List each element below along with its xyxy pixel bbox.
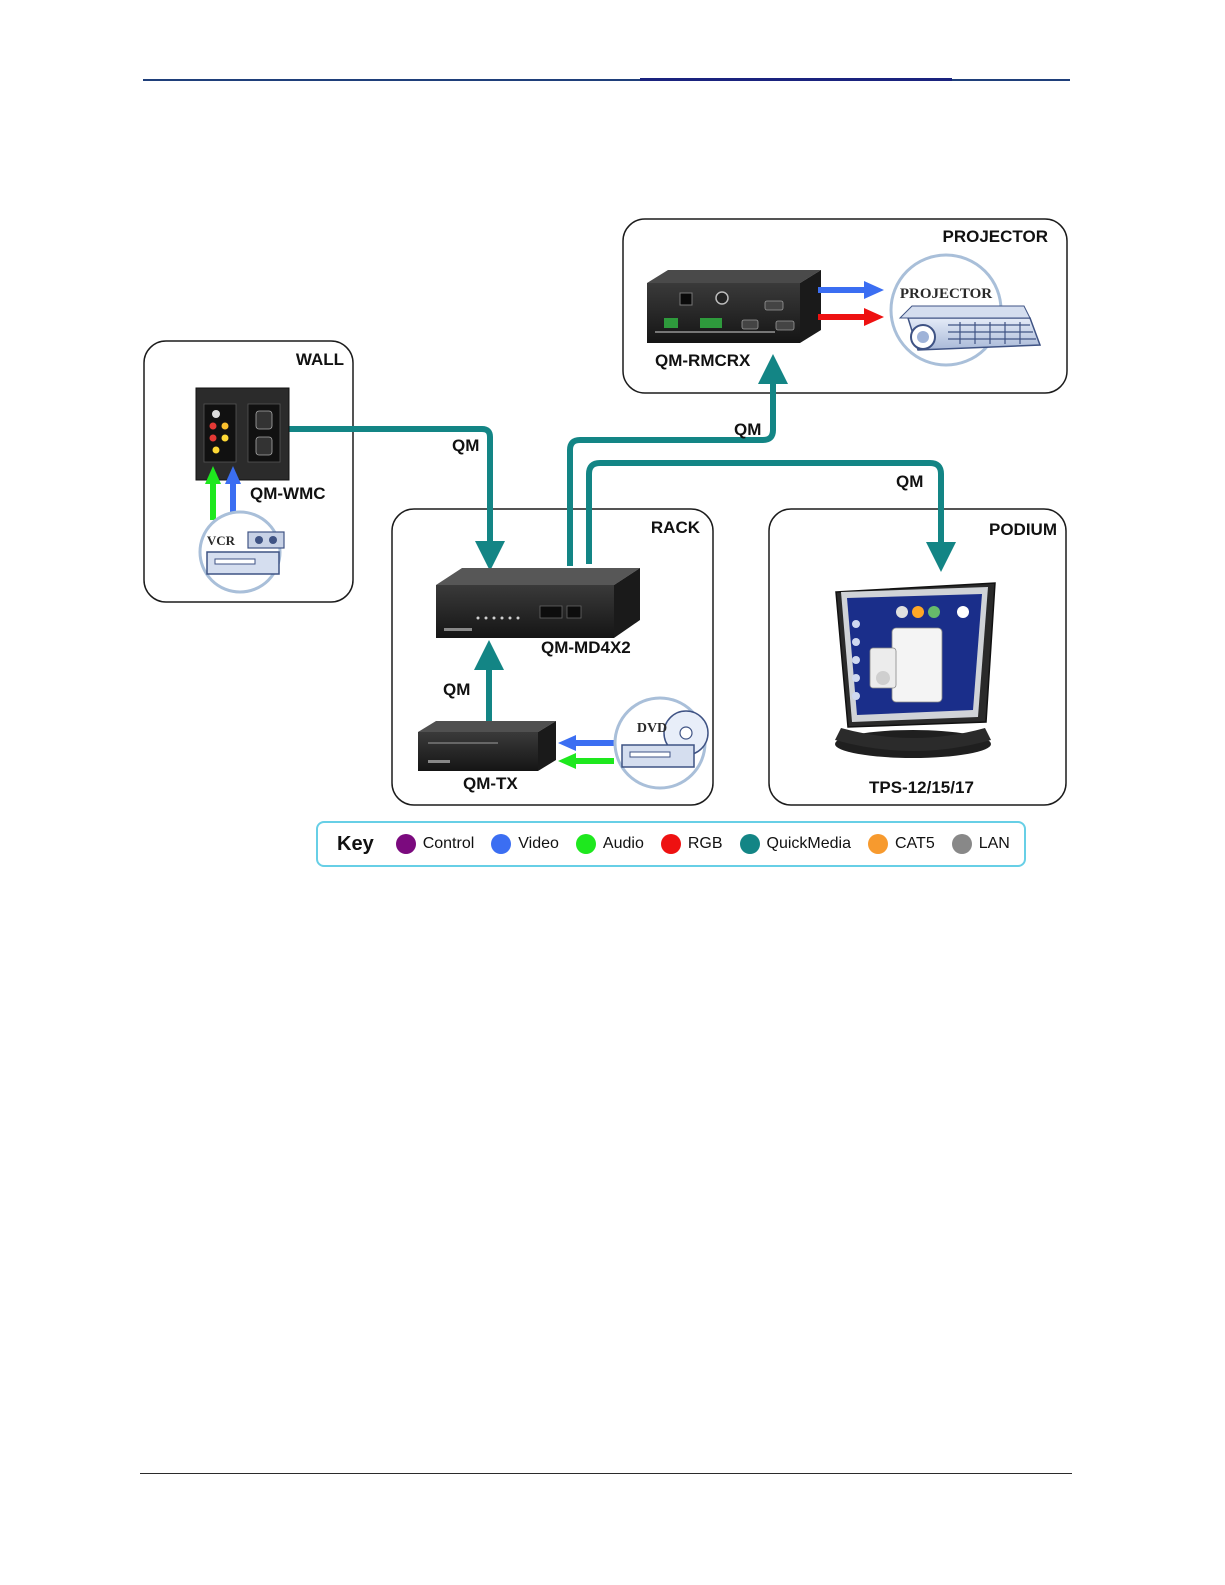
legend-item-lan: LAN xyxy=(952,834,1010,854)
label-rack-to-podium: QM xyxy=(896,472,923,491)
zone-wall-label: WALL xyxy=(296,350,344,369)
dvd-illustration xyxy=(615,698,708,788)
label-rack-to-projector: QM xyxy=(734,420,761,439)
legend-item-cat5: CAT5 xyxy=(868,834,935,854)
legend-key: Key Control Video Audio RGB QuickMedia C… xyxy=(316,821,1026,867)
qm-wmc-wallplate xyxy=(196,388,289,480)
projector-badge-text: PROJECTOR xyxy=(900,286,992,302)
legend-item-rgb: RGB xyxy=(661,834,723,854)
qm-rmcrx-device xyxy=(647,270,821,343)
device-label-wmc: QM-WMC xyxy=(250,484,326,503)
footer-rule xyxy=(140,1473,1072,1474)
legend-swatch-audio xyxy=(576,834,596,854)
legend-label-quickmedia: QuickMedia xyxy=(767,835,851,853)
zone-podium-label: PODIUM xyxy=(989,520,1057,539)
vcr-badge-text: VCR xyxy=(207,533,236,548)
qm-md4x2-switcher xyxy=(436,568,640,638)
legend-label-lan: LAN xyxy=(979,835,1010,853)
legend-swatch-rgb xyxy=(661,834,681,854)
device-label-tps: TPS-12/15/17 xyxy=(869,778,974,797)
dvd-badge-text: DVD xyxy=(637,721,667,736)
legend-swatch-lan xyxy=(952,834,972,854)
zone-rack-label: RACK xyxy=(651,518,701,537)
legend-item-audio: Audio xyxy=(576,834,644,854)
qm-tx-transmitter xyxy=(418,721,556,771)
legend-label-cat5: CAT5 xyxy=(895,835,935,853)
legend-item-control: Control xyxy=(396,834,475,854)
legend-title: Key xyxy=(337,833,374,856)
label-wall-to-rack: QM xyxy=(452,436,479,455)
legend-swatch-control xyxy=(396,834,416,854)
legend-swatch-video xyxy=(491,834,511,854)
legend-label-video: Video xyxy=(518,835,559,853)
legend-swatch-cat5 xyxy=(868,834,888,854)
legend-label-rgb: RGB xyxy=(688,835,723,853)
zone-projector-label: PROJECTOR xyxy=(943,227,1049,246)
device-label-md4x2: QM-MD4X2 xyxy=(541,638,631,657)
legend-swatch-quickmedia xyxy=(740,834,760,854)
legend-item-video: Video xyxy=(491,834,559,854)
device-label-tx: QM-TX xyxy=(463,774,518,793)
legend-label-audio: Audio xyxy=(603,835,644,853)
device-label-rmcrx: QM-RMCRX xyxy=(655,351,751,370)
legend-item-quickmedia: QuickMedia xyxy=(740,834,851,854)
label-tx-to-switcher: QM xyxy=(443,680,470,699)
legend-label-control: Control xyxy=(423,835,475,853)
